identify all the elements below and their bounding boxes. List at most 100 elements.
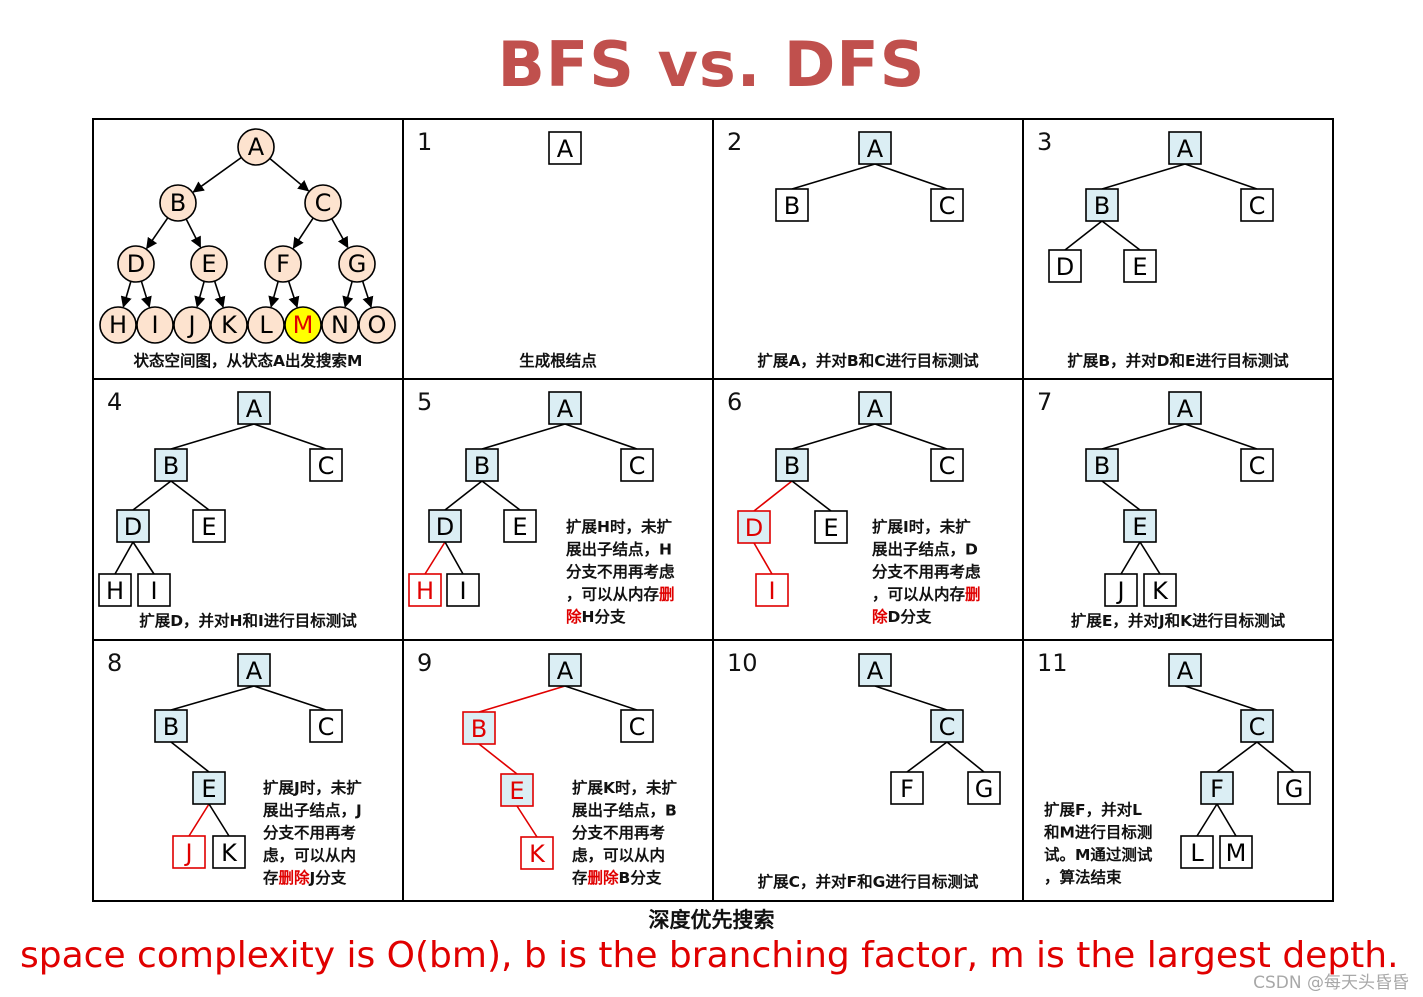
tree-node-label: E (823, 514, 838, 542)
step-number: 3 (1037, 128, 1052, 156)
tree-node-label: H (106, 577, 124, 605)
tree-node (858, 653, 892, 687)
watermark: CSDN @每天头昏昏 (1253, 973, 1409, 993)
state-node (237, 128, 275, 166)
tree-node (1219, 835, 1253, 869)
tree-node-label: K (529, 840, 546, 868)
state-node (210, 306, 248, 344)
tree-node-label: E (201, 513, 216, 541)
tree-node-label: D (436, 513, 454, 541)
tree-node-label: G (1285, 775, 1304, 803)
state-edge (292, 217, 314, 250)
tree-node (1168, 131, 1202, 165)
tree-node (462, 711, 496, 745)
tree-node (116, 509, 150, 543)
tree-node-label: A (557, 657, 574, 685)
state-node-label: I (151, 311, 158, 339)
tree-node (548, 131, 582, 165)
tree-edge (946, 741, 985, 773)
step-number: 10 (727, 649, 758, 677)
step-number: 1 (417, 128, 432, 156)
tree-node-label: A (867, 135, 884, 163)
state-node (284, 306, 322, 344)
page-title: BFS vs. DFS (497, 28, 926, 101)
state-edge (194, 281, 206, 308)
tree-node (137, 573, 171, 607)
panel-grid (92, 118, 1334, 902)
step-number: 4 (107, 388, 122, 416)
tree-edge (481, 480, 521, 511)
tree-edge (170, 685, 255, 711)
tree-node (98, 573, 132, 607)
state-node-label: K (221, 311, 238, 339)
tree-node (1180, 835, 1214, 869)
tree-node (814, 510, 848, 544)
tree-edge (753, 542, 773, 575)
state-node-label: G (348, 250, 367, 278)
tree-edge (874, 163, 948, 190)
state-node-label: L (259, 311, 273, 339)
tree-node (520, 836, 554, 870)
state-node (304, 184, 342, 222)
tree-node (858, 391, 892, 425)
tree-edge (906, 741, 948, 773)
state-node-label: H (109, 311, 127, 339)
tree-node-label: C (629, 452, 646, 480)
tree-node (309, 709, 343, 743)
tree-edge (1184, 685, 1258, 711)
tree-node-label: F (1210, 775, 1224, 803)
tree-edge (481, 423, 566, 450)
tree-node (212, 835, 246, 869)
tree-node (775, 448, 809, 482)
tree-edge (1064, 220, 1103, 251)
tree-node (309, 448, 343, 482)
tree-node-label: G (975, 775, 994, 803)
tree-edge (516, 805, 538, 838)
tree-node-label: C (318, 452, 335, 480)
tree-node-label: C (939, 452, 956, 480)
tree-node-label: C (939, 192, 956, 220)
state-node-label: N (331, 311, 349, 339)
state-node-label: D (127, 250, 145, 278)
state-node (99, 306, 137, 344)
tree-node-label: E (1132, 513, 1147, 541)
state-edge (269, 157, 310, 192)
panel-caption: 扩展D，并对H和I进行目标测试 (139, 611, 357, 630)
tree-node-label: K (221, 839, 238, 867)
tree-node (930, 188, 964, 222)
state-edge (268, 281, 280, 308)
tree-node-label: C (318, 713, 335, 741)
tree-edge (208, 803, 230, 837)
tree-node-label: E (509, 777, 524, 805)
tree-edge (444, 480, 483, 511)
state-node-label: E (201, 250, 216, 278)
state-node-label: B (170, 189, 186, 217)
state-edge (213, 280, 226, 309)
state-node (338, 245, 376, 283)
tree-node-label: E (512, 513, 527, 541)
tree-node (775, 188, 809, 222)
step-number: 8 (107, 649, 122, 677)
state-edge (185, 218, 202, 249)
panel-caption: 扩展B，并对D和E进行目标测试 (1067, 351, 1289, 370)
tree-edge (874, 685, 948, 711)
tree-node (172, 835, 206, 869)
tree-node-label: A (557, 135, 574, 163)
tree-node-label: C (1249, 192, 1266, 220)
tree-node-label: I (459, 577, 466, 605)
tree-node-label: B (471, 715, 487, 743)
tree-node (1240, 709, 1274, 743)
tree-node-label: B (163, 452, 179, 480)
tree-node (1104, 573, 1138, 607)
state-edge (146, 217, 169, 250)
state-node (358, 306, 396, 344)
tree-edge (1216, 741, 1258, 773)
tree-edge (874, 423, 948, 450)
tree-node (1123, 509, 1157, 543)
